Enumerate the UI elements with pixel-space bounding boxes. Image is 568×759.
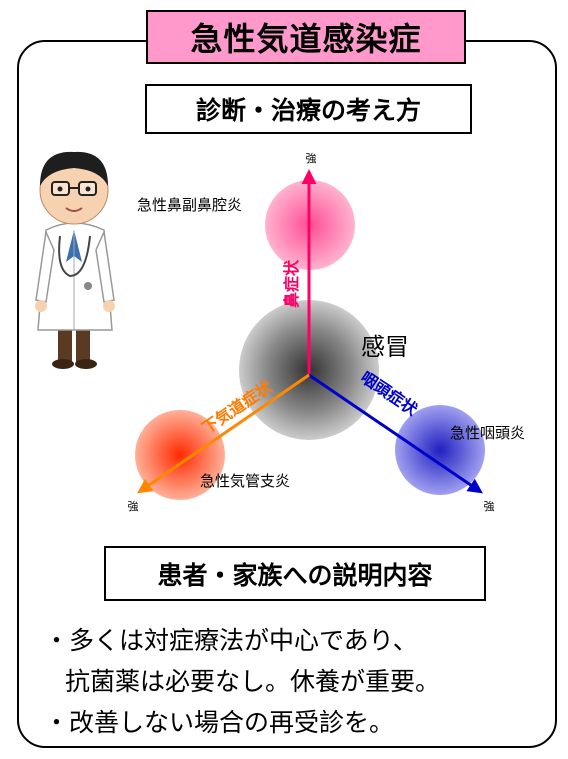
page-title: 急性気道感染症	[146, 10, 466, 64]
sinusitis-label: 急性鼻副鼻腔炎	[137, 196, 242, 214]
bronchitis-blob	[135, 410, 225, 500]
common-cold-label: 感冒	[361, 333, 409, 361]
pharyngeal-axis-end-label: 強	[484, 500, 495, 513]
pharyngeal-axis	[308, 373, 483, 494]
bronchitis-label: 急性気管支炎	[200, 472, 290, 490]
diagnosis-heading: 診断・治療の考え方	[145, 84, 472, 134]
nasal-axis-label: 鼻症状	[282, 259, 301, 308]
explanation-heading: 患者・家族への説明内容	[104, 546, 486, 601]
note-line: 抗菌薬は必要なし。休養が重要。	[65, 667, 441, 696]
lower-airway-axis-end-label: 強	[128, 500, 139, 513]
doctor-illustration	[35, 151, 115, 369]
pharyngitis-blob	[395, 405, 485, 495]
pharyngitis-label: 急性咽頭炎	[450, 424, 525, 442]
nasal-axis-end-label: 強	[306, 152, 317, 165]
lower-airway-axis	[137, 373, 310, 494]
note-line: ・多くは対症療法が中心であり、	[44, 626, 418, 655]
note-line: ・改善しない場合の再受診を。	[44, 708, 395, 737]
explanation-notes: ・多くは対症療法が中心であり、 抗菌薬は必要なし。休養が重要。 ・改善しない場合…	[44, 620, 559, 743]
